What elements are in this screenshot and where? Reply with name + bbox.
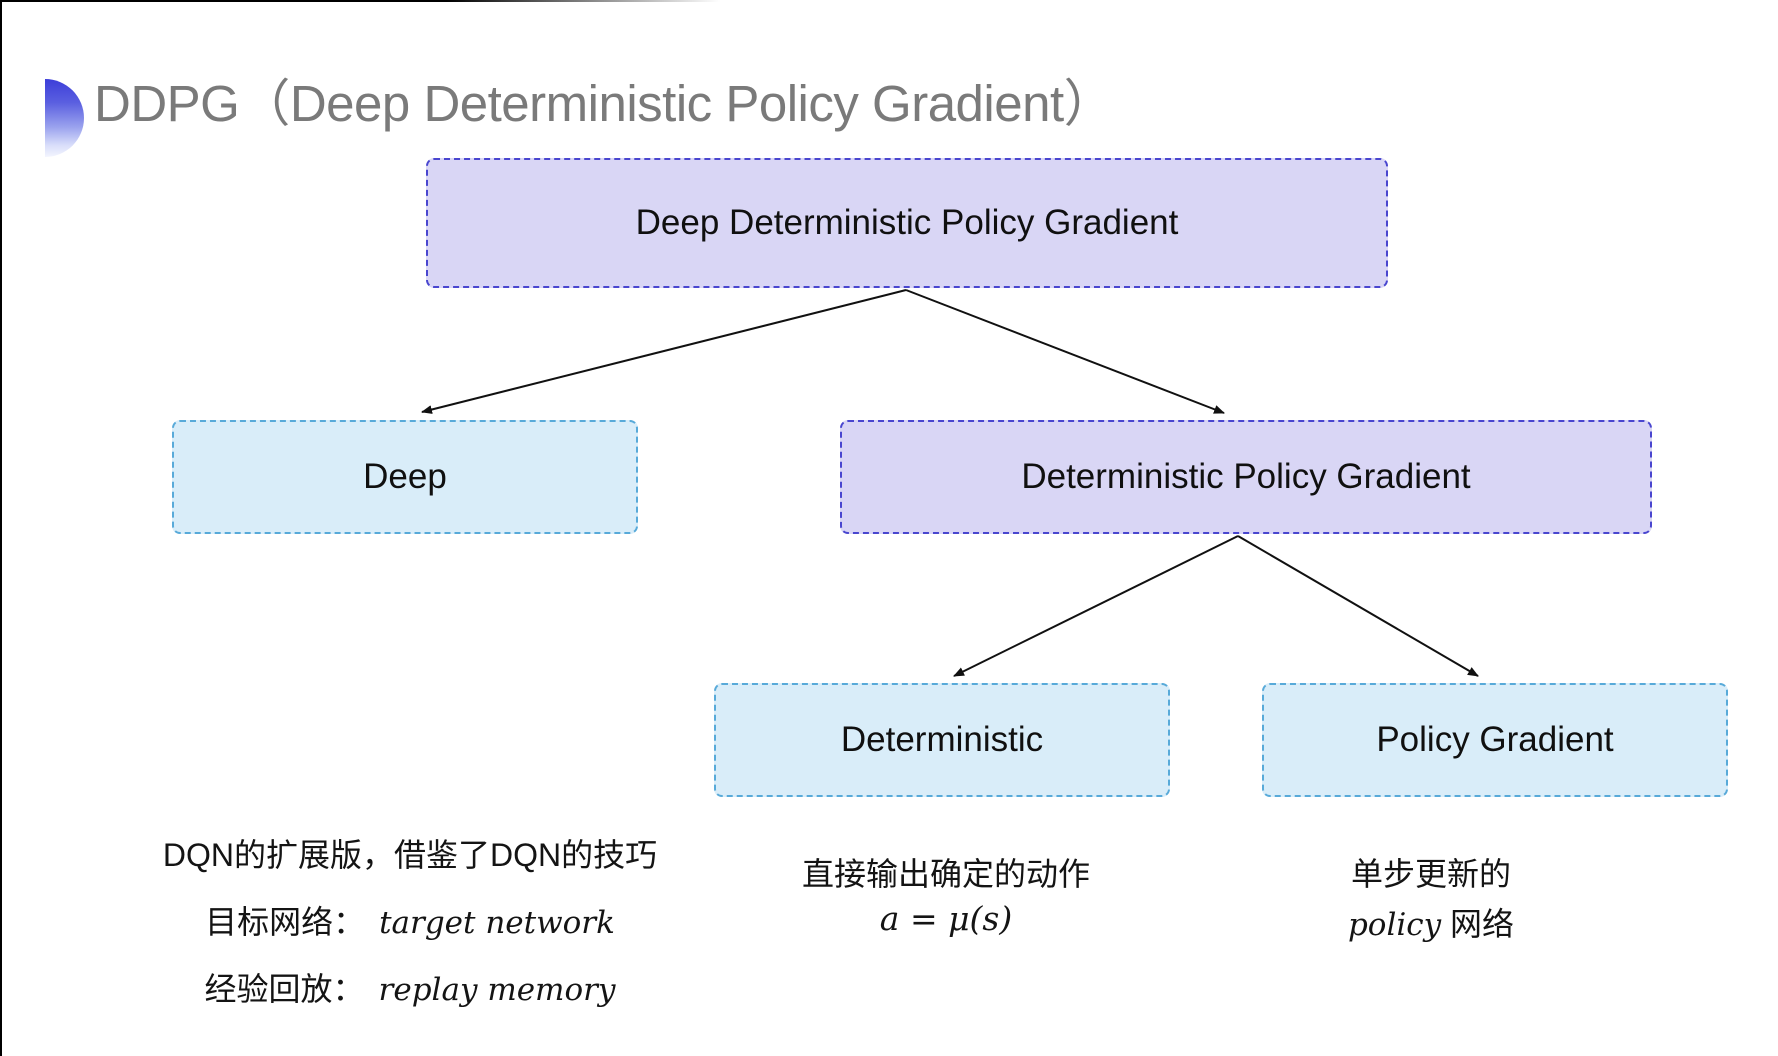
annotation-deep-line1: DQN的扩展版，借鉴了DQN的技巧 bbox=[162, 837, 658, 873]
annotation-deterministic: 直接输出确定的动作 a = μ(s) bbox=[766, 849, 1126, 942]
arrow-dpg-to-policy-gradient bbox=[1237, 535, 1479, 677]
annotation-deep-line3: 经验回放： replay memory bbox=[110, 964, 710, 1010]
node-dpg-label: Deterministic Policy Gradient bbox=[1021, 457, 1471, 496]
node-deep: Deep bbox=[172, 420, 638, 534]
annotation-deterministic-formula: a = μ(s) bbox=[879, 899, 1013, 938]
screen-edge-top bbox=[0, 0, 720, 2]
replay-memory-label: 经验回放： bbox=[204, 971, 365, 1007]
target-network-label: 目标网络： bbox=[205, 904, 366, 940]
replay-memory-value: replay memory bbox=[378, 972, 616, 1008]
title-bullet-icon bbox=[45, 79, 85, 157]
node-root: Deep Deterministic Policy Gradient bbox=[426, 158, 1388, 288]
node-policy-gradient: Policy Gradient bbox=[1262, 683, 1728, 797]
arrow-dpg-to-deterministic bbox=[953, 535, 1239, 677]
node-policy-gradient-label: Policy Gradient bbox=[1376, 720, 1614, 759]
annotation-policy-gradient-line1: 单步更新的 bbox=[1350, 856, 1511, 892]
node-root-label: Deep Deterministic Policy Gradient bbox=[635, 203, 1179, 242]
annotation-policy-gradient: 单步更新的 policy 网络 bbox=[1251, 849, 1611, 949]
target-network-value: target network bbox=[379, 905, 615, 941]
network-word: 网络 bbox=[1441, 906, 1515, 942]
node-deterministic-label: Deterministic bbox=[840, 720, 1044, 759]
arrow-root-to-dpg bbox=[905, 289, 1225, 414]
arrow-root-to-deep bbox=[421, 289, 907, 414]
page-title: DDPG（Deep Deterministic Policy Gradient） bbox=[94, 75, 1115, 132]
node-deep-label: Deep bbox=[363, 457, 447, 496]
screen-edge-left bbox=[0, 0, 2, 1056]
annotation-deep-line2: 目标网络： target network bbox=[110, 897, 710, 943]
annotation-policy-gradient-line2: policy 网络 bbox=[1251, 899, 1611, 945]
annotation-deterministic-line1: 直接输出确定的动作 bbox=[801, 856, 1090, 892]
node-deterministic: Deterministic bbox=[714, 683, 1170, 797]
node-deterministic-policy-gradient: Deterministic Policy Gradient bbox=[840, 420, 1652, 534]
annotation-deep: DQN的扩展版，借鉴了DQN的技巧 目标网络： target network 经验… bbox=[110, 830, 710, 1031]
policy-word: policy bbox=[1347, 907, 1442, 943]
